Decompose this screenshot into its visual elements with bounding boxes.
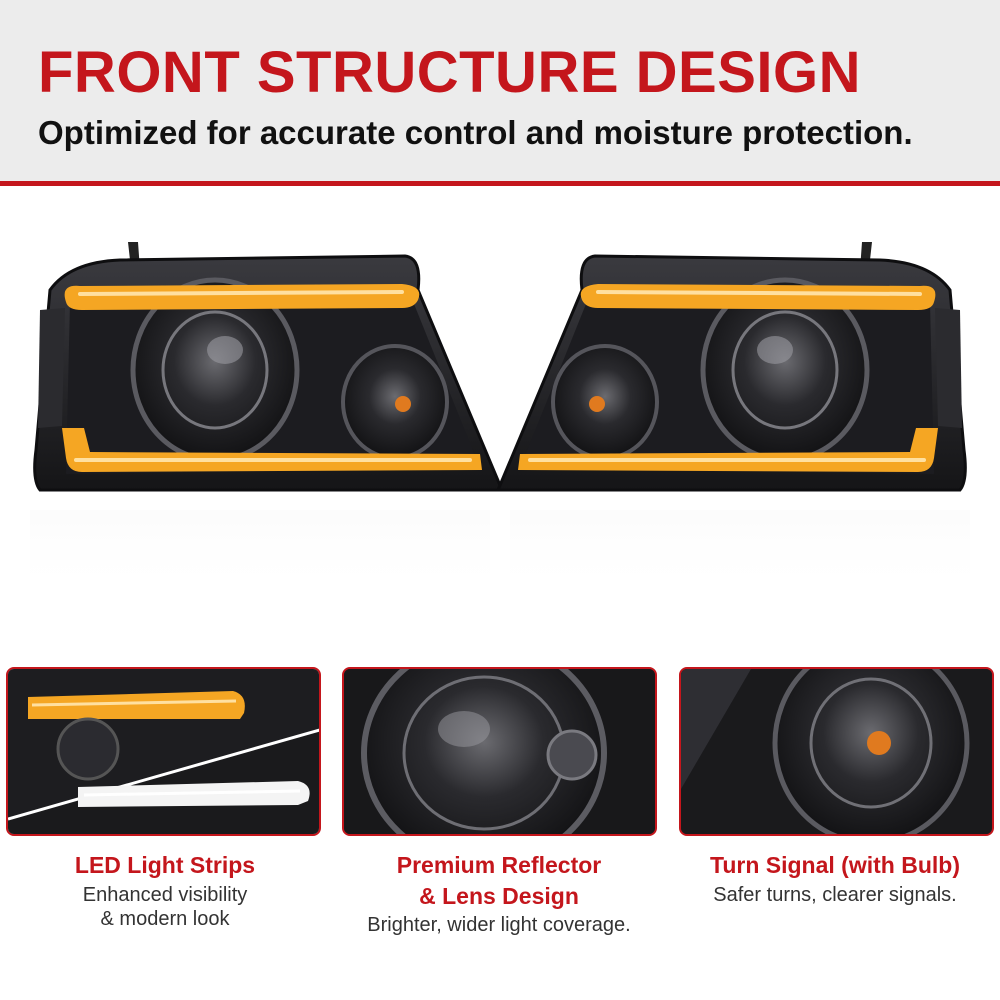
page-subtitle: Optimized for accurate control and moist…	[38, 114, 913, 151]
feature-title: Premium Reflector	[396, 852, 602, 878]
feature-title: & Lens Design	[419, 882, 579, 909]
feature-caption-led-strips: LED Light Strips Enhanced visibility & m…	[0, 852, 330, 931]
header-divider	[0, 181, 1000, 186]
page-title: FRONT STRUCTURE DESIGN	[38, 40, 861, 105]
feature-panel-reflector	[342, 667, 657, 836]
feature-caption-turn-signal: Turn Signal (with Bulb) Safer turns, cle…	[670, 852, 1000, 907]
feature-panel-led-strips	[6, 667, 321, 836]
header-banner	[0, 0, 1000, 183]
feature-description-line: Safer turns, clearer signals.	[713, 883, 957, 906]
feature-description-line: Enhanced visibility	[82, 883, 248, 906]
feature-title: Turn Signal (with Bulb)	[710, 852, 960, 878]
feature-panel-turn-signal	[679, 667, 994, 836]
feature-caption-reflector: Premium Reflector & Lens Design Brighter…	[334, 852, 664, 937]
feature-description-line: Brighter, wider light coverage.	[367, 914, 631, 937]
feature-description-line: & modern look	[100, 907, 230, 930]
feature-title: LED Light Strips	[74, 852, 256, 878]
headlight-pair-image	[0, 190, 1000, 650]
